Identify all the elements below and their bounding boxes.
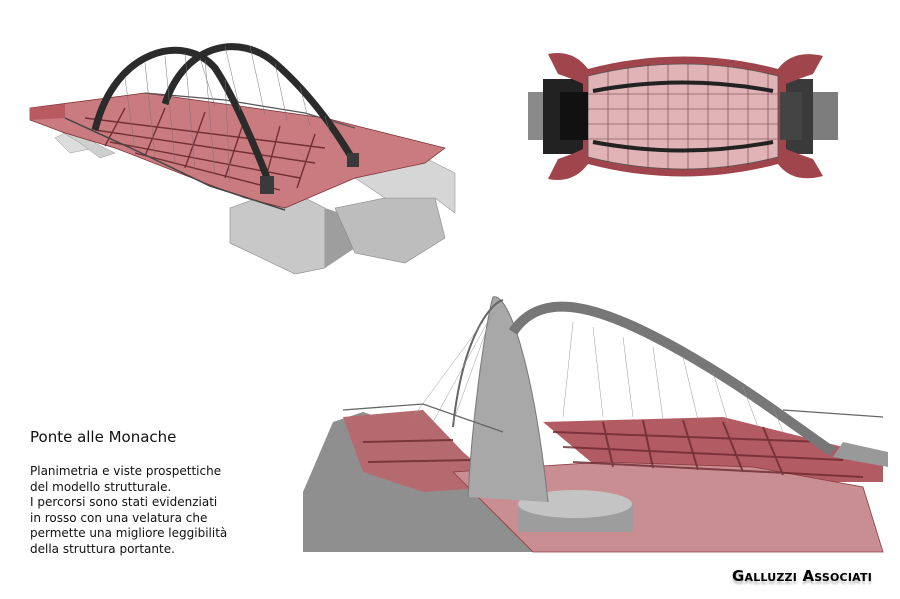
description-line: del modello strutturale. xyxy=(30,479,172,494)
bridge-perspective-render-bottom xyxy=(303,296,888,553)
description-line: della struttura portante. xyxy=(30,541,175,556)
project-title: Ponte alle Monache xyxy=(30,428,177,446)
description-line: permette una migliore leggibilità xyxy=(30,526,228,541)
project-description: Planimetria e viste prospettiche del mod… xyxy=(30,464,290,558)
description-line: Planimetria e viste prospettiche xyxy=(30,464,222,478)
description-line: I percorsi sono stati evidenziati xyxy=(30,495,218,510)
description-line: in rosso con una velatura che xyxy=(30,510,208,525)
bridge-plan-view xyxy=(528,53,838,180)
company-logo: Galluzzi Associati xyxy=(732,567,872,585)
bridge-perspective-render-top xyxy=(29,43,456,275)
